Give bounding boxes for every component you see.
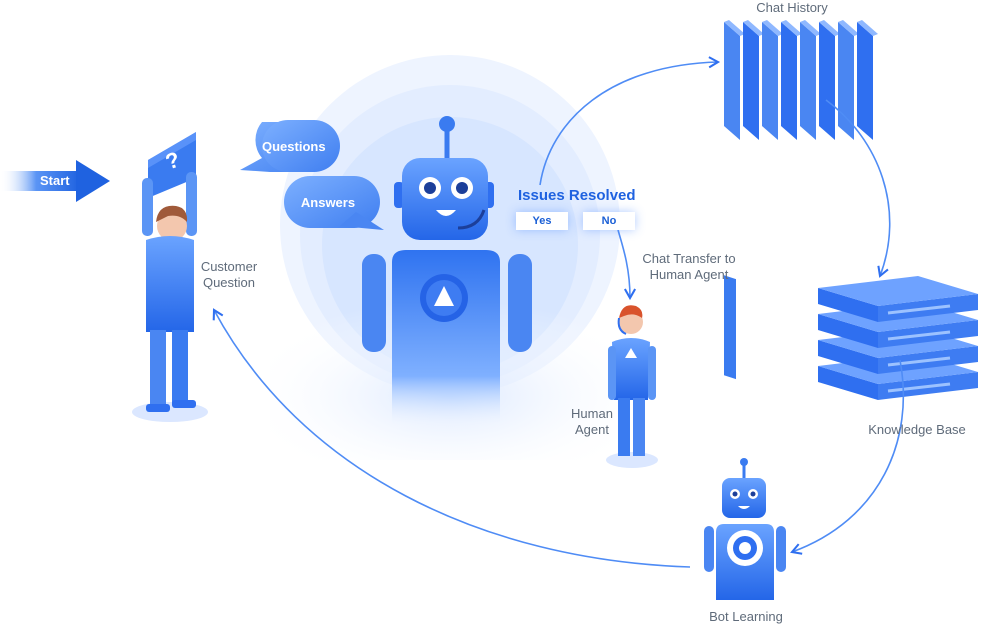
chat-history-page-edge	[724, 20, 745, 36]
questions-bubble	[240, 120, 340, 172]
chat-history-label: Chat History	[756, 0, 828, 15]
start-arrow	[0, 160, 110, 202]
chat-transfer-line2: Human Agent	[649, 267, 729, 282]
chat-history-page-edge	[781, 20, 802, 36]
issues-resolved-title: Issues Resolved	[518, 187, 636, 204]
chat-history-page	[743, 22, 759, 140]
no-button[interactable]: No	[583, 212, 635, 230]
chat-history-page	[819, 22, 835, 140]
chat-history-page	[781, 22, 797, 140]
chat-transfer-line1: Chat Transfer to	[642, 251, 736, 266]
answers-bubble	[284, 176, 384, 230]
arrow-to-knowledge-base	[825, 99, 891, 278]
knowledge-base-layer	[818, 276, 978, 322]
customer-figure-icon	[132, 132, 208, 422]
knowledge-base-server-icon	[818, 276, 978, 400]
bot-learning-label: Bot Learning	[709, 609, 783, 624]
start-label: Start	[40, 173, 70, 188]
chat-history-page-edge	[762, 20, 783, 36]
chat-history-page	[724, 22, 740, 140]
knowledge-base-label: Knowledge Base	[868, 422, 966, 437]
chat-transfer-label: Chat Transfer to Human Agent	[634, 251, 744, 283]
questions-text: Questions	[262, 139, 326, 154]
human-agent-line1: Human	[571, 406, 613, 421]
chat-history-stack-icon	[724, 275, 736, 380]
bot-learning-robot-icon	[704, 458, 786, 600]
customer-question-label: Customer Question	[192, 259, 266, 291]
yes-button[interactable]: Yes	[516, 212, 568, 230]
chat-history-page-edge	[838, 20, 859, 36]
chat-history-page	[857, 22, 873, 140]
arrow-to-bot-learning	[790, 359, 905, 555]
chat-history-pages	[724, 20, 878, 140]
arrow-to-human-agent	[617, 229, 637, 301]
answers-text: Answers	[300, 195, 356, 210]
customer-label-line1: Customer	[200, 259, 258, 274]
chat-history-page	[800, 22, 816, 140]
chat-history-page-edge	[819, 20, 840, 36]
chat-history-page-edge	[857, 20, 878, 36]
human-agent-figure-icon	[606, 305, 658, 468]
customer-label-line2: Question	[202, 275, 256, 290]
chat-history-page-edge	[743, 20, 764, 36]
chatbot-robot-icon	[362, 116, 532, 430]
human-agent-line2: Agent	[575, 422, 609, 437]
arrow-to-chat-history	[539, 56, 721, 186]
chat-history-page	[762, 22, 778, 140]
chat-history-page	[838, 22, 854, 140]
arrow-to-customer	[212, 308, 691, 568]
chat-history-page-edge	[800, 20, 821, 36]
human-agent-label: Human Agent	[562, 406, 622, 438]
flow-arrows	[212, 56, 905, 568]
